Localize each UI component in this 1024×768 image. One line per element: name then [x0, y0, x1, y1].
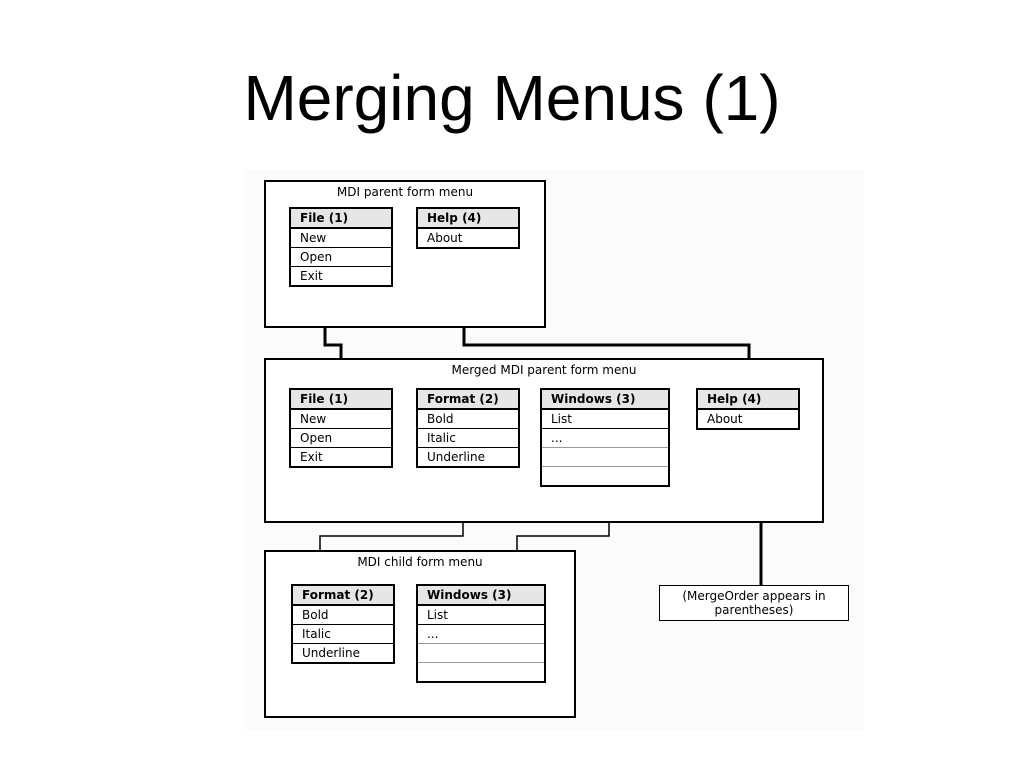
- menu-header: File (1): [291, 390, 391, 410]
- menu-item: Open: [291, 248, 391, 267]
- menu-item: Underline: [418, 448, 518, 466]
- child-format-menu: Format (2) Bold Italic Underline: [291, 584, 395, 664]
- menu-item: Bold: [418, 410, 518, 429]
- menu-item: Exit: [291, 267, 391, 285]
- merged-frame-label: Merged MDI parent form menu: [451, 363, 637, 377]
- menu-item: List: [418, 606, 544, 625]
- slide-title: Merging Menus (1): [243, 62, 781, 134]
- menu-item: Bold: [293, 606, 393, 625]
- menu-header: Help (4): [698, 390, 798, 410]
- menu-header: Help (4): [418, 209, 518, 229]
- menu-header: Format (2): [293, 586, 393, 606]
- child-frame-label: MDI child form menu: [357, 555, 483, 569]
- menu-item: ...: [418, 625, 544, 644]
- merged-format-menu: Format (2) Bold Italic Underline: [416, 388, 520, 468]
- merged-windows-menu: Windows (3) List ...: [540, 388, 670, 487]
- menu-item: Underline: [293, 644, 393, 662]
- menu-item: Open: [291, 429, 391, 448]
- parent-help-menu: Help (4) About: [416, 207, 520, 249]
- merge-order-note: (MergeOrder appears in parentheses): [659, 585, 849, 621]
- menu-item: ...: [542, 429, 668, 448]
- parent-frame-label: MDI parent form menu: [336, 185, 474, 199]
- menu-item: List: [542, 410, 668, 429]
- menu-header: Format (2): [418, 390, 518, 410]
- menu-item: New: [291, 410, 391, 429]
- menu-header: Windows (3): [542, 390, 668, 410]
- menu-item: About: [418, 229, 518, 247]
- merge-diagram: MDI parent form menu File (1) New Open E…: [244, 170, 864, 730]
- menu-item: About: [698, 410, 798, 428]
- menu-item-empty: [542, 448, 668, 467]
- parent-file-menu: File (1) New Open Exit: [289, 207, 393, 287]
- merged-file-menu: File (1) New Open Exit: [289, 388, 393, 468]
- note-text: (MergeOrder appears in parentheses): [682, 589, 826, 617]
- menu-header: File (1): [291, 209, 391, 229]
- merged-help-menu: Help (4) About: [696, 388, 800, 430]
- menu-item: Exit: [291, 448, 391, 466]
- menu-item-empty: [542, 467, 668, 485]
- menu-item: New: [291, 229, 391, 248]
- child-windows-menu: Windows (3) List ...: [416, 584, 546, 683]
- menu-item-empty: [418, 644, 544, 663]
- menu-header: Windows (3): [418, 586, 544, 606]
- menu-item: Italic: [418, 429, 518, 448]
- menu-item-empty: [418, 663, 544, 681]
- menu-item: Italic: [293, 625, 393, 644]
